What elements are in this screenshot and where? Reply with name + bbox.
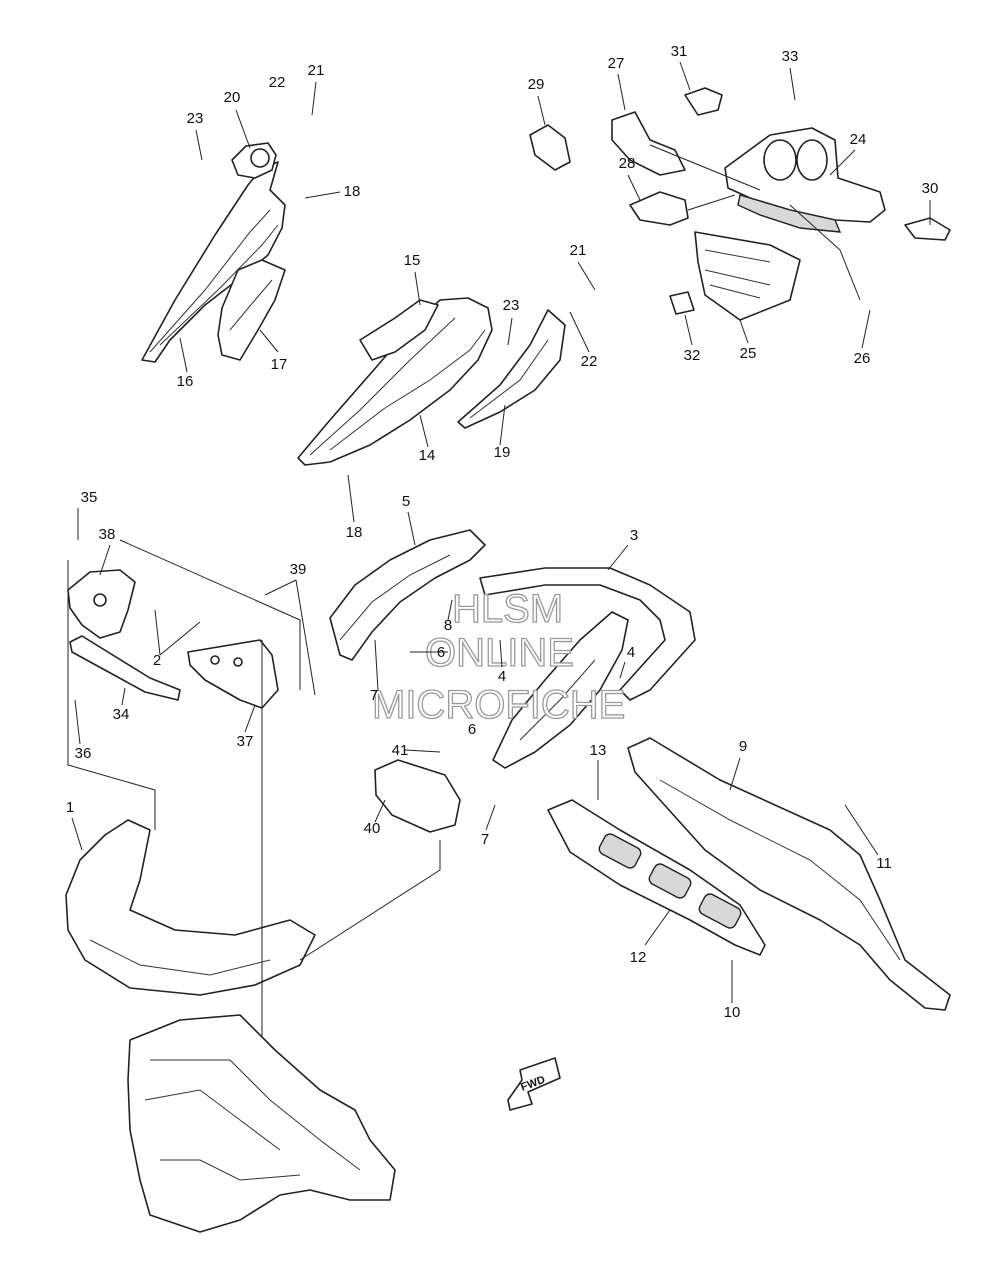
fwd-arrow-icon: FWD [507,1057,561,1111]
callout-15: 15 [404,252,421,269]
callout-17: 17 [271,356,288,373]
callout-7b: 7 [481,831,489,848]
part-31-bracket [684,87,723,116]
callout-26: 26 [854,350,871,367]
callout-8: 8 [444,617,452,634]
callout-28: 28 [619,155,636,172]
callout-labels: 1 2 3 4 4 5 6 6 7 7 8 9 10 11 12 13 14 1… [66,43,939,1021]
part-9-skid-plate [627,737,951,1011]
part-15-corner [359,299,439,361]
part-3-bumper-bar [479,567,696,701]
callout-21b: 21 [570,242,587,259]
callout-23a: 23 [187,110,204,127]
watermark: HLSM ONLINE MICROFICHE [371,586,626,727]
callout-13: 13 [590,742,607,759]
part-27-bracket [611,111,686,176]
callout-38: 38 [99,526,116,543]
callout-30: 30 [922,180,939,197]
side-panel-center-group [297,297,566,466]
callout-31: 31 [671,43,688,60]
callout-23b: 23 [503,297,520,314]
skid-plate-group [547,737,951,1011]
callout-18a: 18 [344,183,361,200]
part-34-bar [69,635,181,701]
callout-14: 14 [419,447,436,464]
callout-16: 16 [177,373,194,390]
callout-27: 27 [608,55,625,72]
part-19-lower-panel [457,309,566,429]
callout-3: 3 [630,527,638,544]
callout-34: 34 [113,706,130,723]
part-32-plate [669,291,695,315]
side-cowl-left-group [141,142,286,363]
callout-24: 24 [850,131,867,148]
callout-33: 33 [782,48,799,65]
callout-22a: 22 [269,74,286,91]
callout-25: 25 [740,345,757,362]
dash-cluster-group [529,87,951,321]
part-37-plate [187,639,279,709]
part-4-side-cover [492,611,629,769]
callout-4b: 4 [498,668,506,685]
callout-2: 2 [153,652,161,669]
part-1-front-bumper [65,819,316,996]
callout-leaders [71,61,931,1003]
callout-36: 36 [75,745,92,762]
part-16-side-cowl [141,161,286,363]
callout-29: 29 [528,76,545,93]
callout-7a: 7 [370,687,378,704]
callout-4a: 4 [627,644,635,661]
watermark-line-1: HLSM [452,587,563,631]
callout-19: 19 [494,444,511,461]
frame [127,1014,396,1233]
callout-11: 11 [876,855,892,872]
callout-12: 12 [630,949,647,966]
callout-6b: 6 [468,721,476,738]
bracket-left-group [67,539,301,830]
callout-32: 32 [684,347,701,364]
part-30-bracket [904,217,951,241]
callout-9: 9 [739,738,747,755]
callout-41: 41 [392,742,409,759]
part-40-cover [374,759,461,833]
frame-structure [127,1014,396,1233]
callout-40: 40 [364,820,381,837]
callout-1: 1 [66,799,74,816]
watermark-line-2: ONLINE [425,631,574,675]
callout-5: 5 [402,493,410,510]
part-28-bracket [629,191,689,226]
part-14-side-panel [297,297,493,466]
part-29-bracket [529,124,571,171]
callout-22b: 22 [581,353,598,370]
part-5-fender [329,529,486,661]
part-25-cover [694,231,801,321]
callout-21a: 21 [308,62,325,79]
callout-10: 10 [724,1004,741,1021]
callout-18b: 18 [346,524,363,541]
callout-20: 20 [224,89,241,106]
callout-37: 37 [237,733,254,750]
watermark-line-3: MICROFICHE [372,683,625,727]
callout-39: 39 [290,561,307,578]
front-fender-group [329,529,696,769]
callout-35: 35 [81,489,98,506]
